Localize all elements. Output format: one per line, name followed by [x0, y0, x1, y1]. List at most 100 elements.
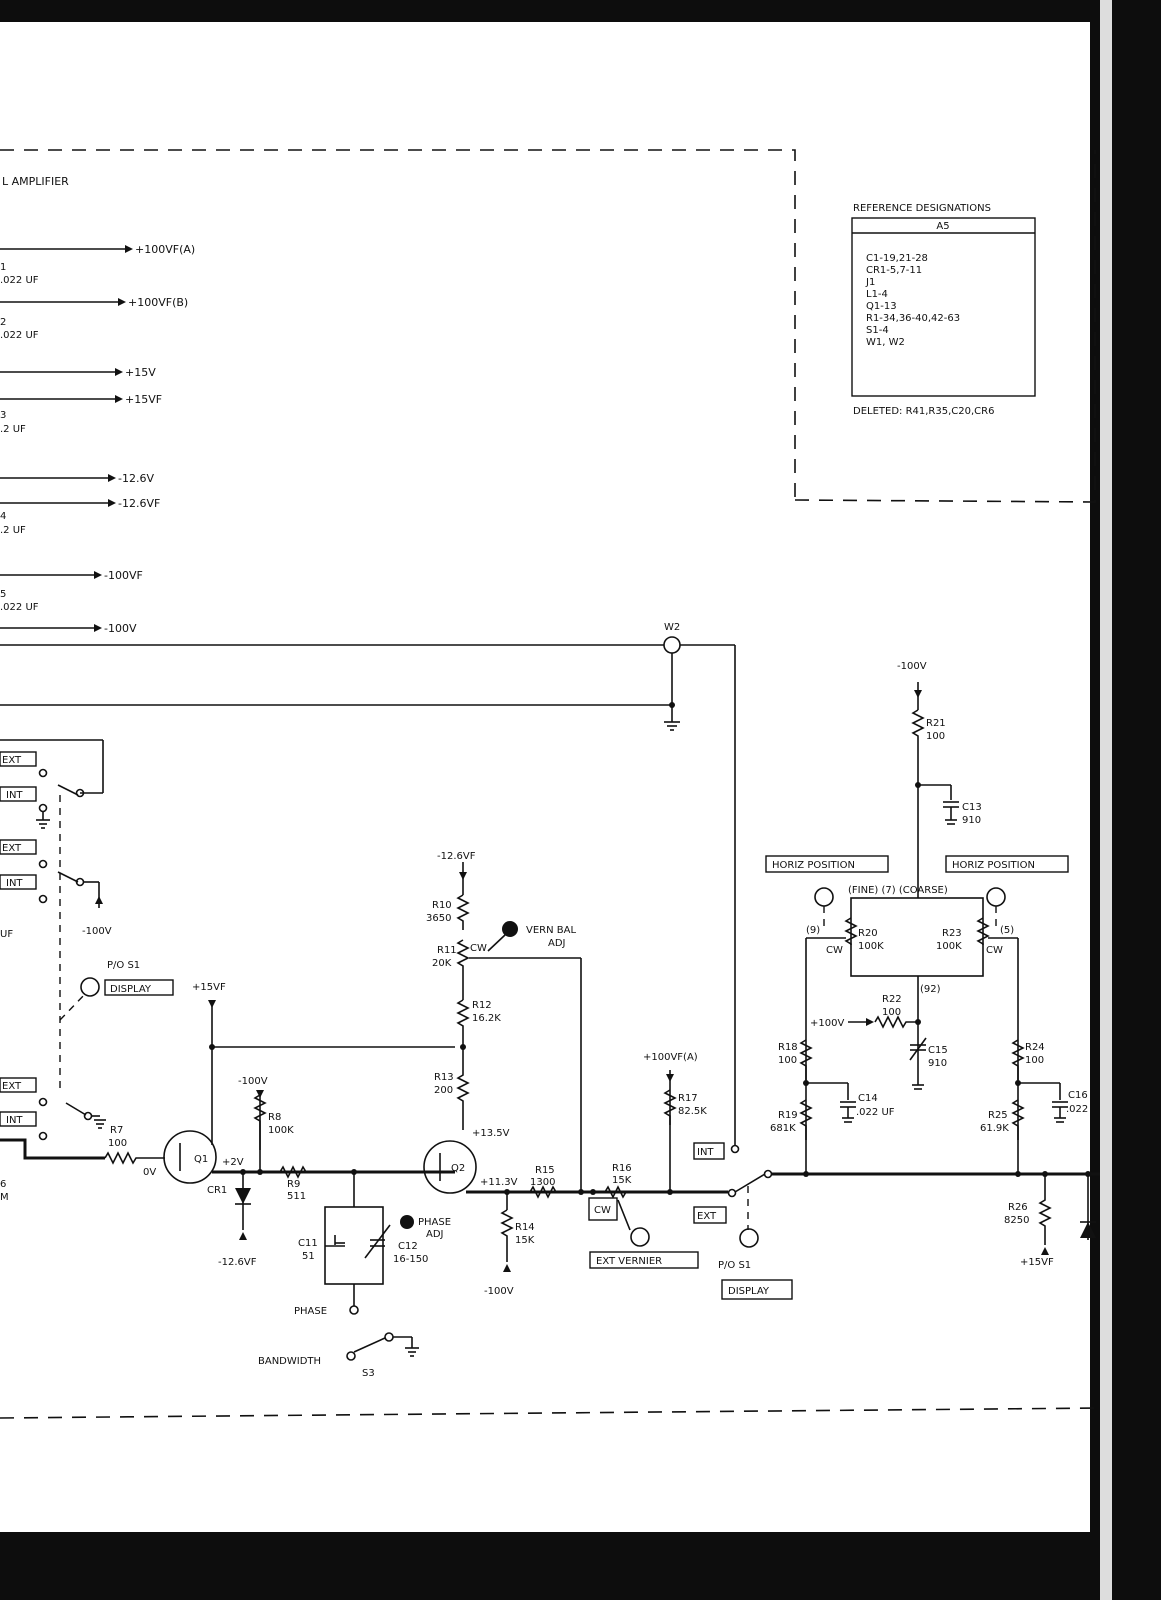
ref-table-title: REFERENCE DESIGNATIONS	[853, 203, 991, 214]
rail-label: -12.6VF	[218, 1257, 257, 1268]
ext-label: EXT	[2, 755, 22, 766]
r26-label: R26	[1008, 1202, 1028, 1213]
rail-label: +100VF(A)	[643, 1052, 698, 1063]
r24-value: 100	[1025, 1055, 1044, 1066]
rail-label: -100V	[82, 926, 112, 937]
left-switch-section: EXT INT EXT INT -100V UF P/O S1 DISPLAY …	[0, 739, 174, 1203]
r21-label: R21	[926, 718, 946, 729]
r26-value: 8250	[1004, 1215, 1029, 1226]
rail-label: -12.6V	[118, 472, 154, 485]
r16-label: R16	[612, 1163, 632, 1174]
c14-label: C14	[858, 1093, 878, 1104]
phase-section: C11 51 PHASE ADJ C12 16-150 PHASE BANDWI…	[258, 1169, 451, 1379]
r25-label: R25	[988, 1110, 1008, 1121]
rail-label: -100V	[104, 622, 137, 635]
c13-value: 910	[962, 815, 981, 826]
int-label: INT	[6, 1115, 23, 1126]
horiz-coarse-knob[interactable]	[986, 887, 1006, 907]
r24-label: R24	[1025, 1042, 1045, 1053]
q2-stage: -12.6VF R10 3650 R11 20K CW VERN BAL ADJ…	[423, 851, 728, 1297]
r7-label: R7	[110, 1125, 123, 1136]
display-knob[interactable]	[739, 1228, 759, 1248]
r13-label: R13	[434, 1072, 454, 1083]
rail-label: +15VF	[125, 393, 162, 406]
r21-value: 100	[926, 731, 945, 742]
r13-value: 200	[434, 1085, 453, 1096]
ref-row: CR1-5,7-11	[866, 265, 922, 276]
vern-bal-label: VERN BAL	[526, 925, 576, 936]
bottom-frame-bar	[0, 1532, 1100, 1600]
assembly-border-box	[794, 150, 1096, 503]
c14-value: .022 UF	[856, 1107, 895, 1118]
ext-label: EXT	[697, 1211, 717, 1222]
display-label: DISPLAY	[110, 984, 152, 995]
right-frame-edge	[1100, 0, 1112, 1600]
display-label: DISPLAY	[728, 1286, 770, 1297]
horiz-position-label: HORIZ POSITION	[772, 860, 855, 871]
r14-label: R14	[515, 1222, 535, 1233]
ext-vernier-label: EXT VERNIER	[596, 1256, 662, 1267]
int-label: INT	[6, 790, 23, 801]
cap-value: .022 UF	[0, 330, 39, 341]
top-frame-bar	[0, 0, 1100, 22]
cap-label: 4	[0, 511, 6, 522]
rail-label: -100V	[897, 661, 927, 672]
ref-row: J1	[865, 277, 875, 288]
cap-label: 5	[0, 589, 6, 600]
r18-label: R18	[778, 1042, 798, 1053]
r16-value: 15K	[612, 1175, 632, 1186]
ext-vernier-knob[interactable]	[630, 1227, 650, 1247]
c12-value: 16-150	[393, 1254, 428, 1265]
cw-label: CW	[594, 1205, 611, 1216]
rail-label: -100VF	[104, 569, 143, 582]
bandwidth-label: BANDWIDTH	[258, 1356, 321, 1367]
w2-bus: W2	[0, 622, 736, 1145]
cap-value: UF	[0, 929, 13, 940]
r15-label: R15	[535, 1165, 555, 1176]
horiz-position-section: -100V R21 100 C13 910 HORIZ POSITION HOR…	[765, 661, 1096, 1268]
phase-label: PHASE	[294, 1306, 327, 1317]
voltage-label: 0V	[143, 1167, 156, 1178]
fine-coarse-label: (FINE) (7) (COARSE)	[848, 885, 948, 896]
r19-label: R19	[778, 1110, 798, 1121]
q1-transistor	[163, 1130, 217, 1184]
r23-label: R23	[942, 928, 962, 939]
c16-value: .022	[1066, 1104, 1088, 1115]
r25-value: 61.9K	[980, 1123, 1009, 1134]
rail-label: +15VF	[192, 982, 226, 993]
vern-bal-adj-icon[interactable]	[502, 921, 518, 937]
r9-value: 511	[287, 1191, 306, 1202]
po-s1-label: P/O S1	[107, 960, 140, 971]
w2-connector	[663, 636, 681, 654]
voltage-label: +11.3V	[480, 1177, 518, 1188]
voltage-label: +13.5V	[472, 1128, 510, 1139]
cw-label: CW	[826, 945, 843, 956]
ref-row: C1-19,21-28	[866, 253, 928, 264]
vern-bal-label: ADJ	[548, 938, 566, 949]
s1-display-switch: INT EXT P/O S1 DISPLAY	[693, 1142, 1100, 1300]
r20-value: 100K	[858, 941, 884, 952]
pin-label: (5)	[1000, 925, 1014, 936]
horiz-fine-knob[interactable]	[814, 887, 834, 907]
r12-label: R12	[472, 1000, 492, 1011]
assembly-border-top	[0, 149, 796, 500]
c11-label: C11	[298, 1238, 318, 1249]
ref-table-frame	[851, 217, 1036, 397]
part-label: M	[0, 1192, 9, 1203]
r20-label: R20	[858, 928, 878, 939]
c15-label: C15	[928, 1045, 948, 1056]
c13-label: C13	[962, 802, 982, 813]
reference-designations-table: REFERENCE DESIGNATIONS A5 C1-19,21-28 CR…	[851, 203, 1036, 417]
rail-label: +15VF	[1020, 1257, 1054, 1268]
phase-adj-label: ADJ	[426, 1229, 444, 1240]
rail-label: -100V	[484, 1286, 514, 1297]
r11-label: R11	[437, 945, 457, 956]
phase-adj-icon[interactable]	[400, 1215, 414, 1229]
cap-value: .2 UF	[0, 525, 26, 536]
q1-stage: R7 100 0V Q1 +15VF +2V CR1 -12.6VF -100V…	[0, 982, 455, 1268]
po-s1-label: P/O S1	[718, 1260, 751, 1271]
display-knob[interactable]	[80, 977, 100, 997]
cap-label: 3	[0, 410, 6, 421]
ref-row: Q1-13	[866, 301, 897, 312]
